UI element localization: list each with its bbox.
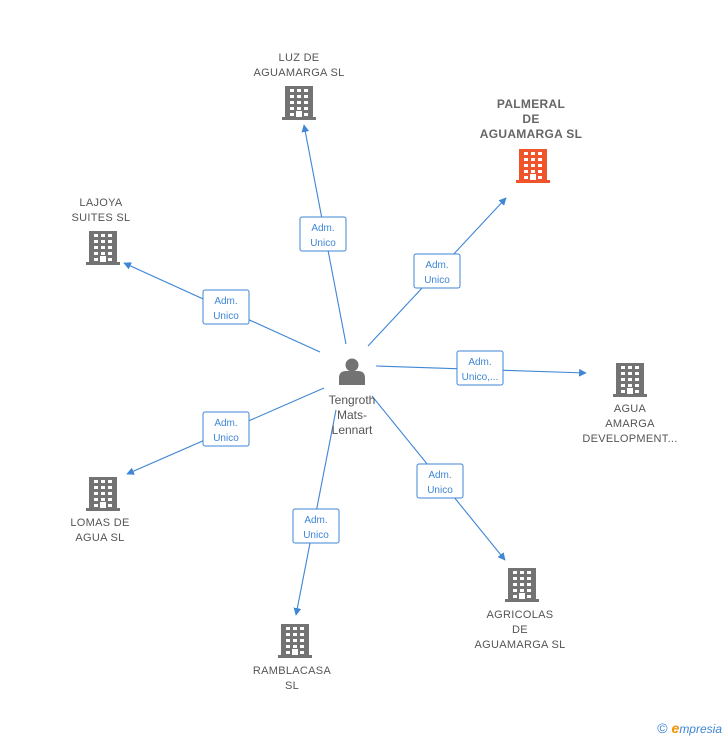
edge-label-line-1: Adm. (428, 470, 451, 481)
copyright-symbol: © (657, 720, 668, 736)
edge-agua[interactable]: Adm. Unico,... (375, 350, 587, 386)
company-node-luz[interactable]: LUZ DE AGUAMARGA SL (253, 52, 344, 120)
company-label-line-2: AMARGA (605, 418, 655, 430)
edge-label-box[interactable] (202, 289, 250, 325)
person-name-line-1: Tengroth (329, 393, 376, 407)
building-icon (86, 231, 120, 265)
company-label-line-2: DE (512, 624, 528, 636)
company-node-agua[interactable]: AGUA AMARGA DEVELOPMENT... (582, 363, 677, 445)
edge-label-line-2: Unico (310, 238, 336, 249)
edge-palmeral[interactable]: Adm. Unico (367, 197, 507, 347)
brand-logo-initial: e (671, 720, 680, 736)
edge-label-line-1: Adm. (214, 296, 237, 307)
company-label-line-1: RAMBLACASA (253, 665, 332, 677)
company-node-lajoya[interactable]: LAJOYA SUITES SL (72, 197, 131, 265)
person-name-line-3: Lennart (332, 423, 373, 437)
company-label-line-2: SUITES SL (72, 212, 131, 224)
edge-lajoya[interactable]: Adm. Unico (123, 262, 321, 353)
company-label-line-2: AGUAMARGA SL (253, 67, 344, 79)
edge-label-line-1: Adm. (311, 223, 334, 234)
building-icon (86, 477, 120, 511)
person-name-line-2: Mats- (337, 408, 367, 422)
company-node-agricolas[interactable]: AGRICOLAS DE AGUAMARGA SL (474, 568, 565, 651)
company-label-line-1: LUZ DE (279, 52, 320, 64)
edge-label-box[interactable] (202, 411, 250, 447)
edge-label-line-1: Adm. (304, 515, 327, 526)
edge-label-line-2: Unico (303, 530, 329, 541)
building-icon (278, 624, 312, 658)
edge-label-line-1: Adm. (468, 357, 491, 368)
edge-ramblacasa[interactable]: Adm. Unico (292, 409, 340, 616)
edges-layer: Adm.UnicoAdm.UnicoAdm.UnicoAdm.Unico,...… (123, 124, 587, 616)
company-label-line-3: DEVELOPMENT... (582, 433, 677, 445)
company-label-line-1: AGUA (614, 403, 647, 415)
edge-label-line-1: Adm. (214, 418, 237, 429)
company-node-ramblacasa[interactable]: RAMBLACASA SL (253, 624, 332, 692)
edge-label-box[interactable] (292, 508, 340, 544)
edge-lomas[interactable]: Adm. Unico (126, 387, 325, 475)
edge-luz[interactable]: Adm. Unico (299, 124, 347, 345)
brand-name: mpresia (679, 722, 722, 736)
edge-label-box[interactable] (413, 253, 461, 289)
company-label-line-3: AGUAMARGA SL (474, 639, 565, 651)
building-icon (505, 568, 539, 602)
company-label-line-2: DE (522, 112, 539, 126)
building-icon (613, 363, 647, 397)
edge-label-box[interactable] (456, 350, 504, 386)
company-label-line-1: AGRICOLAS (487, 609, 554, 621)
building-icon (282, 86, 316, 120)
edge-label-line-2: Unico,... (462, 372, 499, 383)
edge-label-line-2: Unico (213, 311, 239, 322)
edge-label-line-2: Unico (424, 275, 450, 286)
edge-label-line-2: Unico (213, 433, 239, 444)
edge-label-line-1: Adm. (425, 260, 448, 271)
edge-label-box[interactable] (299, 216, 347, 252)
company-node-lomas[interactable]: LOMAS DE AGUA SL (70, 477, 129, 544)
footer-brand[interactable]: ©empresia (657, 720, 722, 736)
company-label-line-1: LOMAS DE (70, 517, 129, 529)
company-label-line-2: SL (285, 680, 299, 692)
edge-label-box[interactable] (416, 463, 464, 499)
company-label-line-3: AGUAMARGA SL (480, 127, 582, 141)
edge-label-line-2: Unico (427, 485, 453, 496)
edge-agricolas[interactable]: Adm. Unico (371, 395, 506, 561)
company-label-line-1: PALMERAL (497, 97, 565, 111)
building-icon (516, 149, 550, 183)
company-label-line-2: AGUA SL (75, 532, 124, 544)
company-label-line-1: LAJOYA (79, 197, 123, 209)
person-icon (339, 358, 365, 385)
